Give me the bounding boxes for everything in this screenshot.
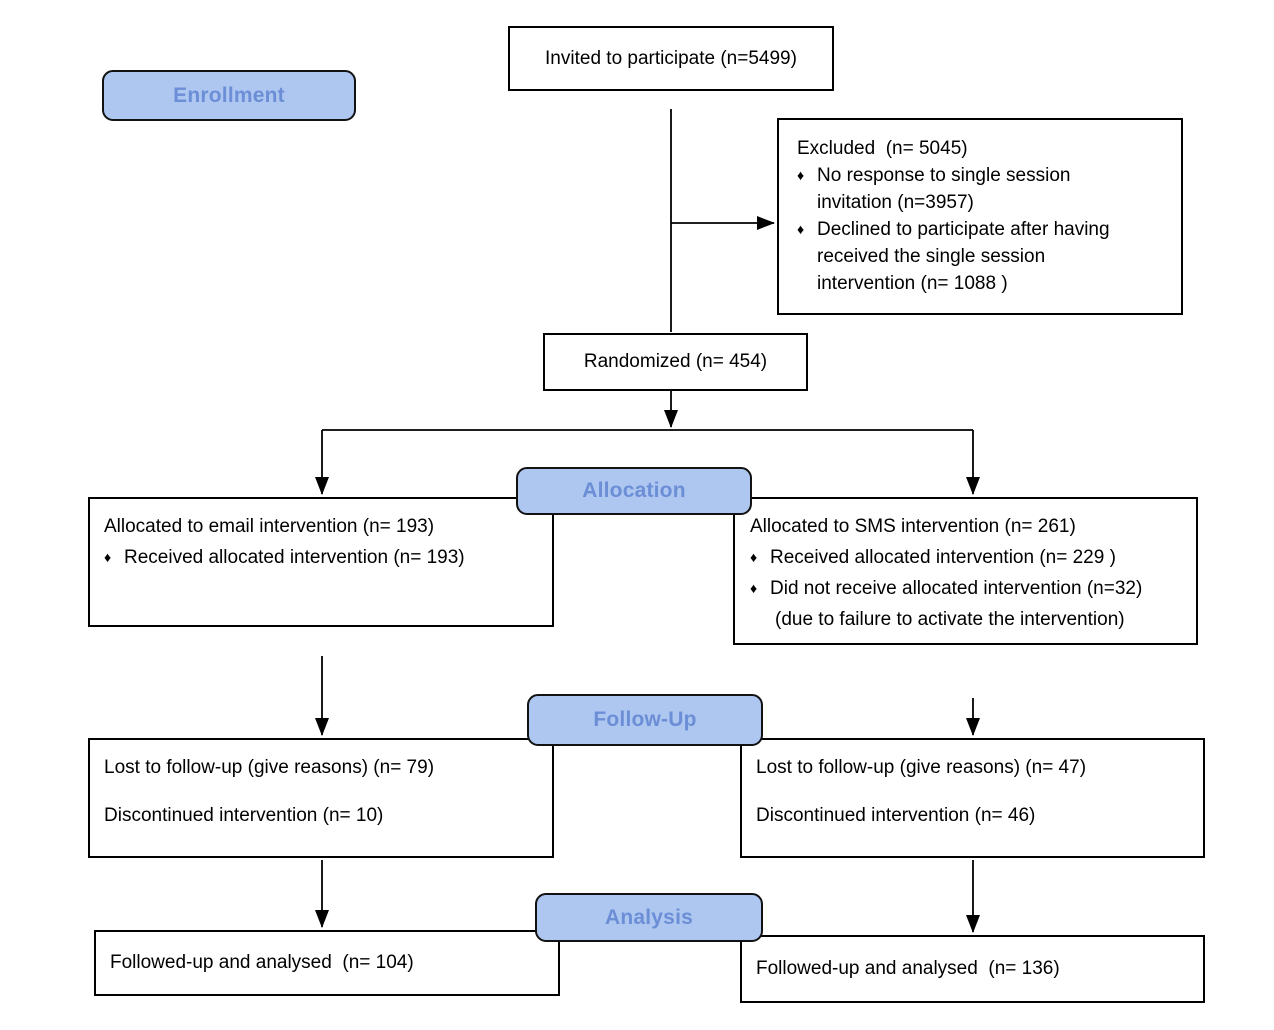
bullet-diamond-icon: ♦ <box>750 549 758 565</box>
stage-label-enrollment: Enrollment <box>102 70 356 121</box>
node-randomized: Randomized (n= 454) <box>543 333 808 391</box>
followup-email-line-1: Lost to follow-up (give reasons) (n= 79) <box>104 757 435 778</box>
allocation-sms-note: (due to failure to activate the interven… <box>775 609 1125 630</box>
allocation-sms-bullet-2-text: Did not receive allocated intervention (… <box>770 578 1143 599</box>
analysis-email-text: Followed-up and analysed (n= 104) <box>110 952 414 973</box>
bullet-diamond-icon: ♦ <box>104 549 112 565</box>
analysis-sms-text: Followed-up and analysed (n= 136) <box>756 958 1060 979</box>
node-analysis-sms: Followed-up and analysed (n= 136) <box>740 935 1205 1003</box>
bullet-diamond-icon: ♦ <box>797 221 805 237</box>
allocation-email-title: Allocated to email intervention (n= 193) <box>104 516 435 537</box>
node-analysis-email: Followed-up and analysed (n= 104) <box>94 930 560 996</box>
node-invited: Invited to participate (n=5499) <box>508 26 834 91</box>
allocation-email-bullet-1-text: Received allocated intervention (n= 193) <box>124 547 465 568</box>
node-excluded: Excluded (n= 5045) ♦ No response to sing… <box>777 118 1183 315</box>
node-allocation-email: Allocated to email intervention (n= 193)… <box>88 497 554 627</box>
followup-sms-line-2: Discontinued intervention (n= 46) <box>756 805 1036 826</box>
allocation-sms-bullet-1: ♦ Received allocated intervention (n= 22… <box>750 542 1186 573</box>
followup-email-line-2: Discontinued intervention (n= 10) <box>104 805 384 826</box>
stage-label-enrollment-text: Enrollment <box>173 83 285 107</box>
excluded-bullet-1-text: No response to single session invitation… <box>817 165 1076 213</box>
stage-label-followup: Follow-Up <box>527 694 763 746</box>
stage-label-allocation: Allocation <box>516 467 752 515</box>
bullet-diamond-icon: ♦ <box>750 580 758 596</box>
excluded-bullet-2-text: Declined to participate after having rec… <box>817 219 1115 294</box>
node-allocation-sms: Allocated to SMS intervention (n= 261) ♦… <box>733 497 1198 645</box>
node-excluded-title: Excluded (n= 5045) <box>797 138 968 159</box>
excluded-bullet-1: ♦ No response to single session invitati… <box>797 162 1167 216</box>
stage-label-analysis: Analysis <box>535 893 763 942</box>
stage-label-allocation-text: Allocation <box>582 479 686 502</box>
excluded-bullet-2: ♦ Declined to participate after having r… <box>797 216 1167 297</box>
node-followup-email: Lost to follow-up (give reasons) (n= 79)… <box>88 738 554 858</box>
node-followup-sms: Lost to follow-up (give reasons) (n= 47)… <box>740 738 1205 858</box>
allocation-sms-bullet-1-text: Received allocated intervention (n= 229 … <box>770 547 1116 568</box>
allocation-sms-bullet-2: ♦ Did not receive allocated intervention… <box>750 573 1186 604</box>
bullet-diamond-icon: ♦ <box>797 167 805 183</box>
stage-label-analysis-text: Analysis <box>605 905 693 929</box>
stage-label-followup-text: Follow-Up <box>593 708 697 731</box>
node-randomized-text: Randomized (n= 454) <box>583 351 768 372</box>
node-invited-text: Invited to participate (n=5499) <box>545 47 797 69</box>
allocation-sms-title: Allocated to SMS intervention (n= 261) <box>750 516 1076 537</box>
allocation-email-bullet-1: ♦ Received allocated intervention (n= 19… <box>104 542 540 573</box>
followup-sms-line-1: Lost to follow-up (give reasons) (n= 47) <box>756 757 1087 778</box>
